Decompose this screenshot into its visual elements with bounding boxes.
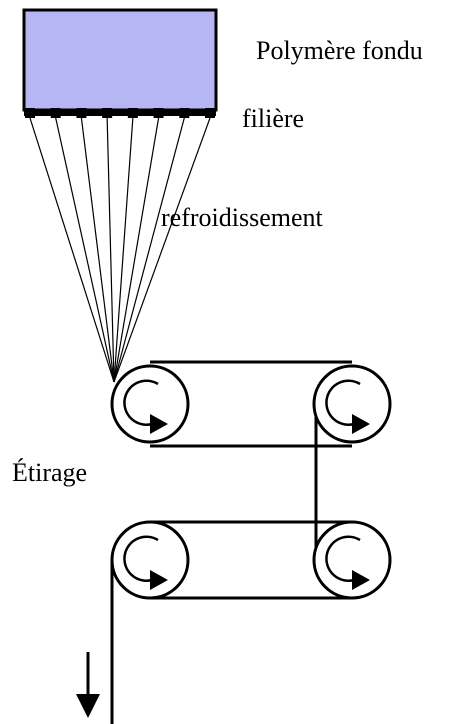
roller — [110, 364, 190, 444]
rotation-arc — [325, 535, 361, 582]
filament — [29, 117, 115, 383]
rotation-arrowhead — [150, 570, 168, 590]
spinneret-hole — [102, 108, 113, 118]
roller-circle — [312, 364, 392, 444]
rotation-arrowhead — [352, 414, 370, 434]
spinneret-hole — [127, 108, 138, 118]
spinneret-hole — [205, 108, 215, 118]
filament — [80, 117, 115, 383]
roller-circle — [312, 520, 392, 600]
filament — [113, 117, 211, 383]
spinneret-hole — [76, 108, 87, 118]
rollers — [110, 364, 392, 600]
output-arrow-head — [76, 694, 100, 718]
roller — [312, 520, 392, 600]
spinneret-hole — [50, 108, 61, 118]
label-drawing: Étirage — [12, 458, 88, 487]
roller — [312, 364, 392, 444]
spinneret-hole — [179, 108, 190, 118]
rotation-arc — [325, 379, 361, 426]
filament — [113, 117, 160, 383]
rotation-arc — [123, 535, 159, 582]
spinneret-hole — [25, 108, 35, 118]
label-polymer-melt: Polymère fondu — [256, 36, 423, 65]
roller — [110, 520, 190, 600]
filament — [113, 117, 185, 383]
spinneret-plate — [24, 110, 216, 116]
filament — [106, 117, 115, 383]
filament — [55, 117, 115, 383]
label-cooling: refroidissement — [161, 203, 323, 232]
thread-path — [110, 360, 352, 724]
roller-circle — [110, 364, 190, 444]
filaments — [29, 117, 211, 383]
rotation-arc — [123, 379, 159, 426]
rotation-arrowhead — [352, 570, 370, 590]
filament — [113, 117, 134, 383]
rotation-arrowhead — [150, 414, 168, 434]
polymer-melt-reservoir — [22, 8, 218, 112]
spinneret — [24, 108, 216, 118]
spinneret-holes — [25, 108, 215, 118]
spinneret-hole — [153, 108, 164, 118]
output-arrow — [76, 652, 100, 718]
roller-circle — [110, 520, 190, 600]
label-spinneret: filière — [242, 104, 305, 133]
